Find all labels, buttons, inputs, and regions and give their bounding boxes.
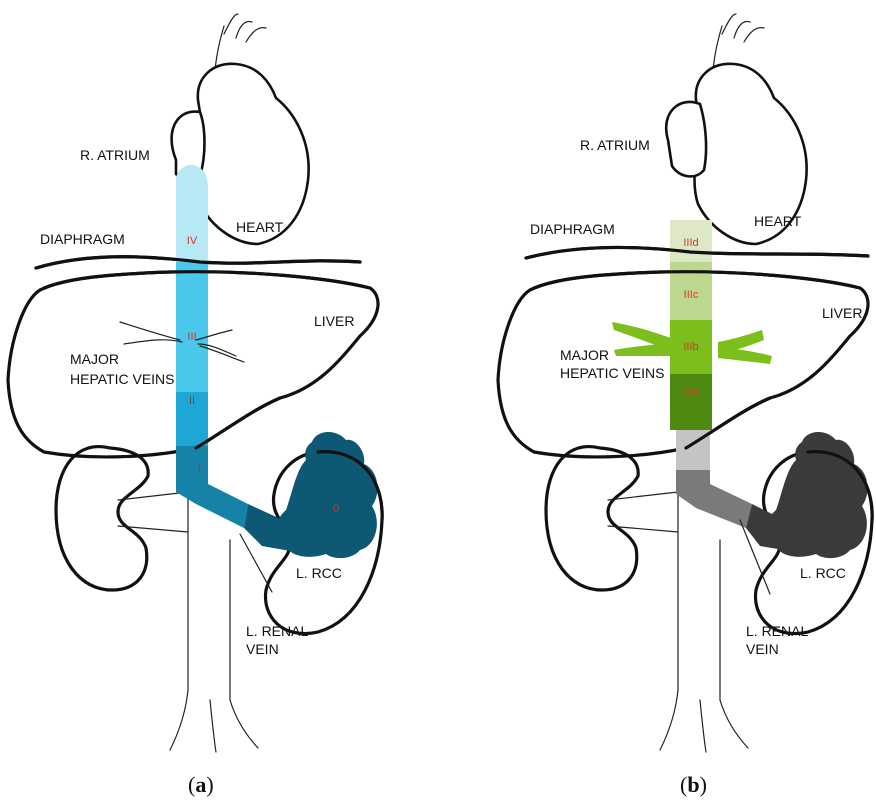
label-renal-1-a: L. RENAL <box>246 623 308 639</box>
label-diaphragm-b: DIAPHRAGM <box>530 221 615 237</box>
label-heart-b: HEART <box>754 213 802 229</box>
ivc-label-IIIc: IIIc <box>684 289 699 301</box>
ivc-segment-IV <box>176 165 208 262</box>
right-kidney <box>56 447 148 590</box>
ivc-segment-I <box>176 446 248 528</box>
label-renal-2-a: VEIN <box>246 641 279 657</box>
ivc-segment-gray-2 <box>676 470 752 528</box>
caption-a: (a) <box>188 772 214 797</box>
ivc-segment-III <box>176 262 208 392</box>
ivc-label-III: III <box>187 331 196 343</box>
label-liver-a: LIVER <box>314 313 354 329</box>
label-hepatic-2-a: HEPATIC VEINS <box>70 371 175 387</box>
ivc-label-II: II <box>189 395 195 407</box>
right-kidney <box>546 447 638 590</box>
ivc-label-IV: IV <box>187 235 198 247</box>
label-rcc-a: L. RCC <box>296 565 342 581</box>
label-renal-1-b: L. RENAL <box>746 623 808 639</box>
ivc-label-I: I <box>197 463 200 475</box>
heart-illustration <box>666 14 806 244</box>
label-heart-a: HEART <box>236 219 284 235</box>
ivc-label-IIIb: IIIb <box>683 341 698 353</box>
ivc-label-IIIa: IIIa <box>683 387 699 399</box>
caption-b: (b) <box>680 772 707 797</box>
tumor-label-0: 0 <box>333 503 339 515</box>
label-r-atrium-b: R. ATRIUM <box>580 137 650 153</box>
label-hepatic-1-a: MAJOR <box>70 351 119 367</box>
ivc-segment-IIIa <box>670 374 712 430</box>
label-r-atrium-a: R. ATRIUM <box>80 147 150 163</box>
label-liver-b: LIVER <box>822 305 862 321</box>
label-hepatic-2-b: HEPATIC VEINS <box>560 365 665 381</box>
label-diaphragm-a: DIAPHRAGM <box>40 231 125 247</box>
label-rcc-b: L. RCC <box>800 565 846 581</box>
label-renal-2-b: VEIN <box>746 641 779 657</box>
label-hepatic-1-b: MAJOR <box>560 347 609 363</box>
ivc-label-IIId: IIId <box>683 237 698 249</box>
